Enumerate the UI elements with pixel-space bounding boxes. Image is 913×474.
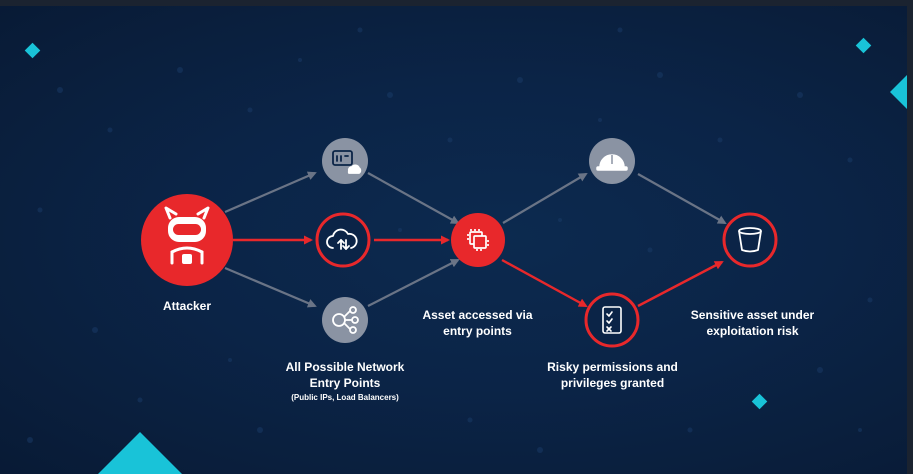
decor-triangle-right-edge xyxy=(890,75,907,109)
red-arrows xyxy=(233,235,724,308)
entry-bottom-node xyxy=(322,297,368,343)
cpu-chip-icon xyxy=(467,229,489,251)
sensitive-caption-line1: Sensitive asset under xyxy=(690,308,815,322)
top-window-edge xyxy=(0,0,913,6)
decor-triangle-bottom xyxy=(98,432,182,474)
risky-caption-line2: privileges granted xyxy=(560,376,665,390)
attacker-robot-icon xyxy=(164,206,210,265)
entry-points-line1: All Possible Network xyxy=(285,360,405,374)
arrow-asset-to-hardhat xyxy=(502,172,588,224)
entry-top-node xyxy=(322,138,368,184)
background-dots xyxy=(27,27,873,453)
asset-caption-line2: entry points xyxy=(443,324,512,338)
arrow-hardhat-to-bucket xyxy=(637,173,727,224)
attacker-node xyxy=(141,194,233,286)
decor-diamond-bottom-right xyxy=(751,393,768,410)
checklist-icon xyxy=(602,306,622,334)
decor-diamond-top-left xyxy=(24,42,41,59)
decor-diamond-top-right xyxy=(855,37,872,54)
asset-node xyxy=(451,213,505,267)
entry-points-subtitle: (Public IPs, Load Balancers) xyxy=(291,393,399,402)
arrow-entry-top-to-asset xyxy=(367,172,460,224)
entry-points-line2: Entry Points xyxy=(309,376,381,390)
right-window-edge xyxy=(907,0,913,474)
hardhat-node xyxy=(589,138,635,184)
attacker-label: Attacker xyxy=(162,299,212,313)
hard-hat-icon xyxy=(596,154,628,171)
arrow-asset-to-permissions xyxy=(501,258,588,308)
asset-caption-line1: Asset accessed via xyxy=(422,308,533,322)
permissions-node xyxy=(584,292,640,348)
arrow-attacker-to-entry-top xyxy=(224,171,317,214)
risky-caption-line1: Risky permissions and xyxy=(547,360,678,374)
entry-middle-node xyxy=(315,212,371,268)
gray-arrows xyxy=(224,171,727,308)
bucket-icon xyxy=(738,227,762,253)
sensitive-asset-node xyxy=(722,212,778,268)
server-cloud-icon xyxy=(332,150,362,174)
arrow-permissions-to-bucket xyxy=(637,260,724,308)
sensitive-caption-line2: exploitation risk xyxy=(706,324,799,338)
cloud-upload-icon xyxy=(326,228,358,250)
arrow-entry-bottom-to-asset xyxy=(367,259,460,307)
arrow-attacker-to-entry-bottom xyxy=(224,266,317,308)
network-share-icon xyxy=(332,306,359,334)
